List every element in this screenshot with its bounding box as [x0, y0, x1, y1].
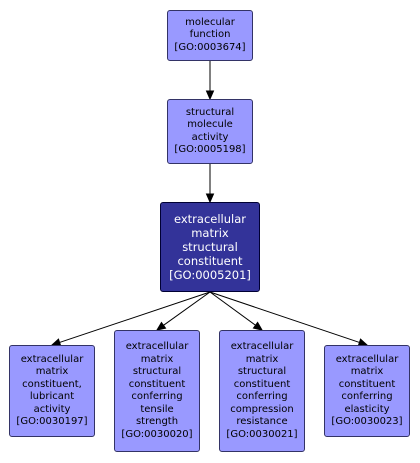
- node-label-line: matrix: [140, 353, 174, 365]
- edge-ecm_structural_constituent-to-ecm_tensile_strength: [163, 291, 211, 326]
- node-label-line: conferring: [131, 391, 183, 402]
- node-label-line: extracellular: [20, 353, 84, 365]
- node-label-line: elasticity: [344, 403, 390, 415]
- node-label-line: matrix: [245, 353, 279, 365]
- node-label-line: constituent: [233, 378, 291, 390]
- node-label-line: extracellular: [125, 341, 189, 352]
- node-label-line: function: [189, 29, 231, 41]
- node-label-line: [GO:0030021]: [226, 428, 298, 440]
- node-label-line: activity: [33, 403, 71, 415]
- node-label-line: matrix: [350, 366, 384, 377]
- node-label-line: matrix: [35, 366, 69, 377]
- node-label-line: constituent,: [22, 378, 82, 390]
- node-label-line: molecule: [187, 119, 233, 130]
- node-label-line: constituent: [128, 378, 186, 390]
- node-label-line: activity: [191, 131, 229, 143]
- node-label-line: conferring: [236, 391, 288, 402]
- node-label-line: [GO:0005198]: [174, 144, 246, 155]
- arrowhead-icon: [252, 321, 264, 331]
- node-label-line: extracellular: [230, 341, 294, 352]
- node-label-line: strength: [135, 416, 179, 427]
- edge-ecm_structural_constituent-to-ecm_compression_resistance: [209, 291, 256, 326]
- node-label-line: extracellular: [173, 212, 246, 226]
- node-label-line: constituent: [338, 378, 396, 390]
- node-label-line: structural: [237, 366, 287, 377]
- node-label-line: [GO:0030197]: [16, 416, 88, 427]
- node-label-line: matrix: [191, 226, 229, 240]
- node-label-line: conferring: [341, 391, 393, 402]
- node-label-line: structural: [185, 106, 235, 118]
- node-label-line: structural: [182, 240, 238, 254]
- node-label-line: constituent: [177, 254, 243, 268]
- edge-ecm_structural_constituent-to-ecm_constituent_lubricant: [59, 291, 211, 343]
- node-label-line: extracellular: [335, 353, 399, 365]
- arrowhead-icon: [205, 90, 215, 101]
- node-label-line: resistance: [236, 416, 288, 427]
- node-label-line: [GO:0030023]: [331, 416, 403, 427]
- node-label-line: [GO:0003674]: [174, 41, 246, 53]
- node-label-line: structural: [132, 366, 182, 377]
- node-label-line: [GO:0030020]: [121, 428, 193, 440]
- edge-ecm_structural_constituent-to-ecm_elasticity: [209, 291, 360, 343]
- node-label-line: compression: [230, 403, 294, 415]
- node-label-line: [GO:0005201]: [169, 268, 251, 282]
- arrowhead-icon: [205, 193, 215, 204]
- arrowhead-icon: [155, 321, 167, 331]
- node-label-line: molecular: [185, 16, 235, 28]
- node-label-line: tensile: [140, 403, 174, 415]
- node-label-line: lubricant: [29, 391, 75, 402]
